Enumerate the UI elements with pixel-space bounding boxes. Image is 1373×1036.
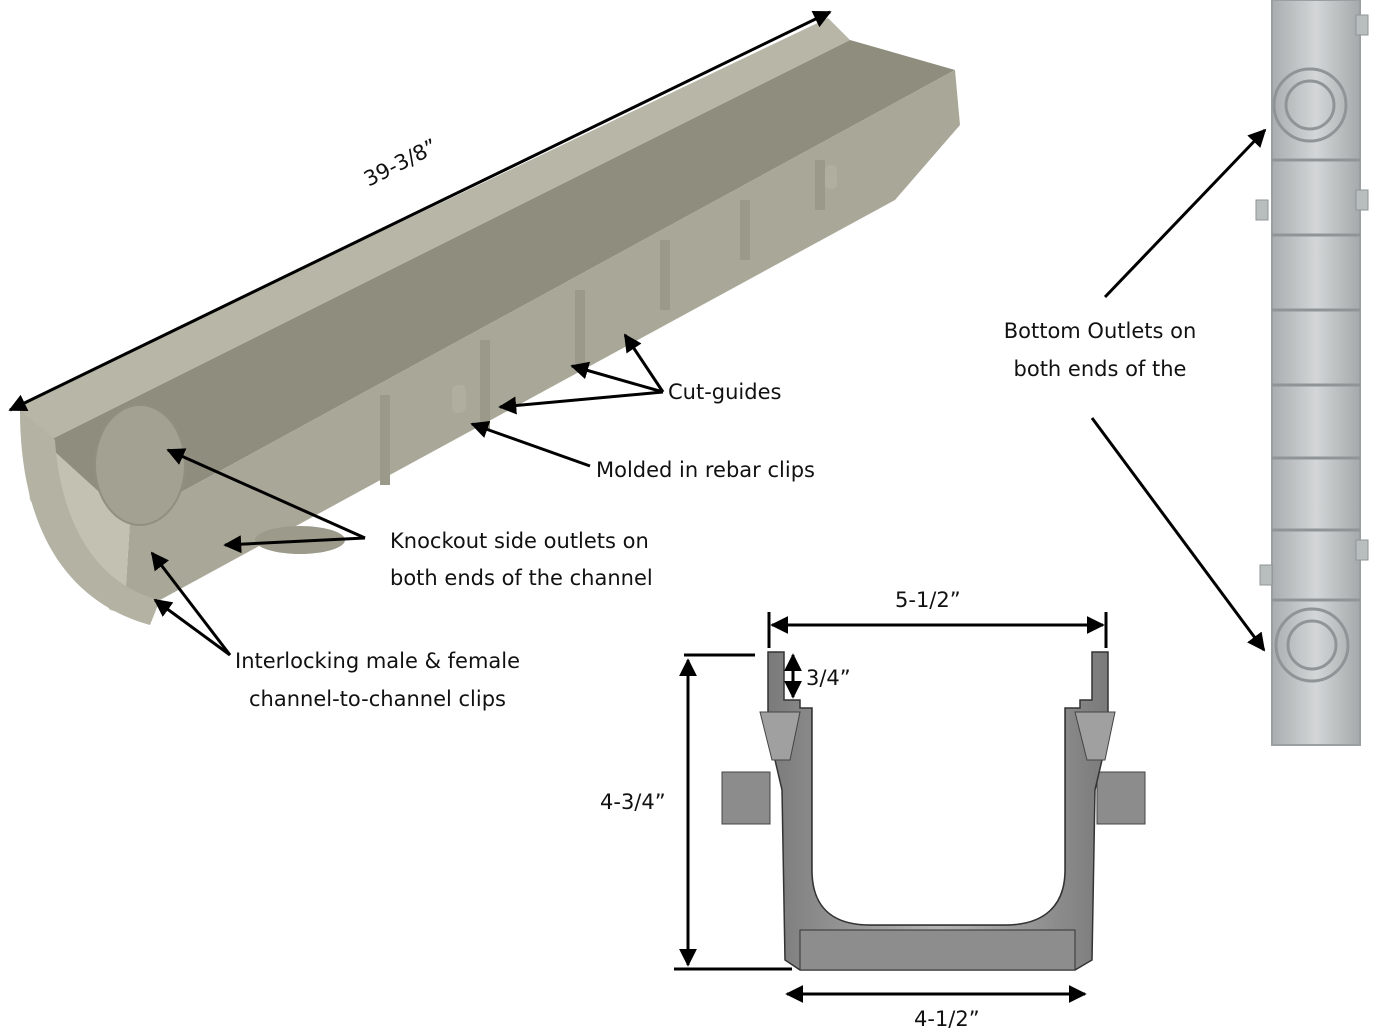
rebar-clips-label: Molded in rebar clips — [596, 458, 815, 482]
interlock-leader-2 — [153, 598, 231, 657]
cut-guide-leader-3 — [498, 390, 664, 415]
bottom-width-label: 4-1/2” — [914, 1007, 980, 1031]
length-dimension-line — [8, 10, 832, 412]
bottom-outlets-label-line1: Bottom Outlets on — [1003, 319, 1197, 343]
top-width-label: 5-1/2” — [895, 588, 961, 612]
channel-bottom-view — [1255, 0, 1369, 746]
lip-height-label: 3/4” — [806, 666, 851, 690]
knockout-label-line2: both ends of the channel — [390, 566, 653, 590]
interlock-leader-1 — [150, 551, 232, 656]
bottom-outlets-label-line2: both ends of the — [1013, 357, 1187, 381]
cut-guide-leader-1 — [623, 333, 665, 393]
interlock-label-line2: channel-to-channel clips — [249, 687, 506, 711]
knockout-leader-1 — [166, 448, 366, 540]
bottom-outlet-leader-top — [1103, 128, 1267, 299]
rebar-clip-leader — [470, 420, 591, 468]
knockout-label-line1: Knockout side outlets on — [390, 529, 649, 553]
cut-guide-leader-2 — [570, 361, 664, 394]
channel-cross-section — [721, 651, 1146, 971]
bottom-outlet-leader-bottom — [1090, 417, 1266, 652]
knockout-leader-2 — [223, 535, 366, 554]
interlock-label-line1: Interlocking male & female — [235, 649, 521, 673]
cut-guides-label: Cut-guides — [668, 380, 782, 404]
overall-height-label: 4-3/4” — [600, 790, 666, 814]
